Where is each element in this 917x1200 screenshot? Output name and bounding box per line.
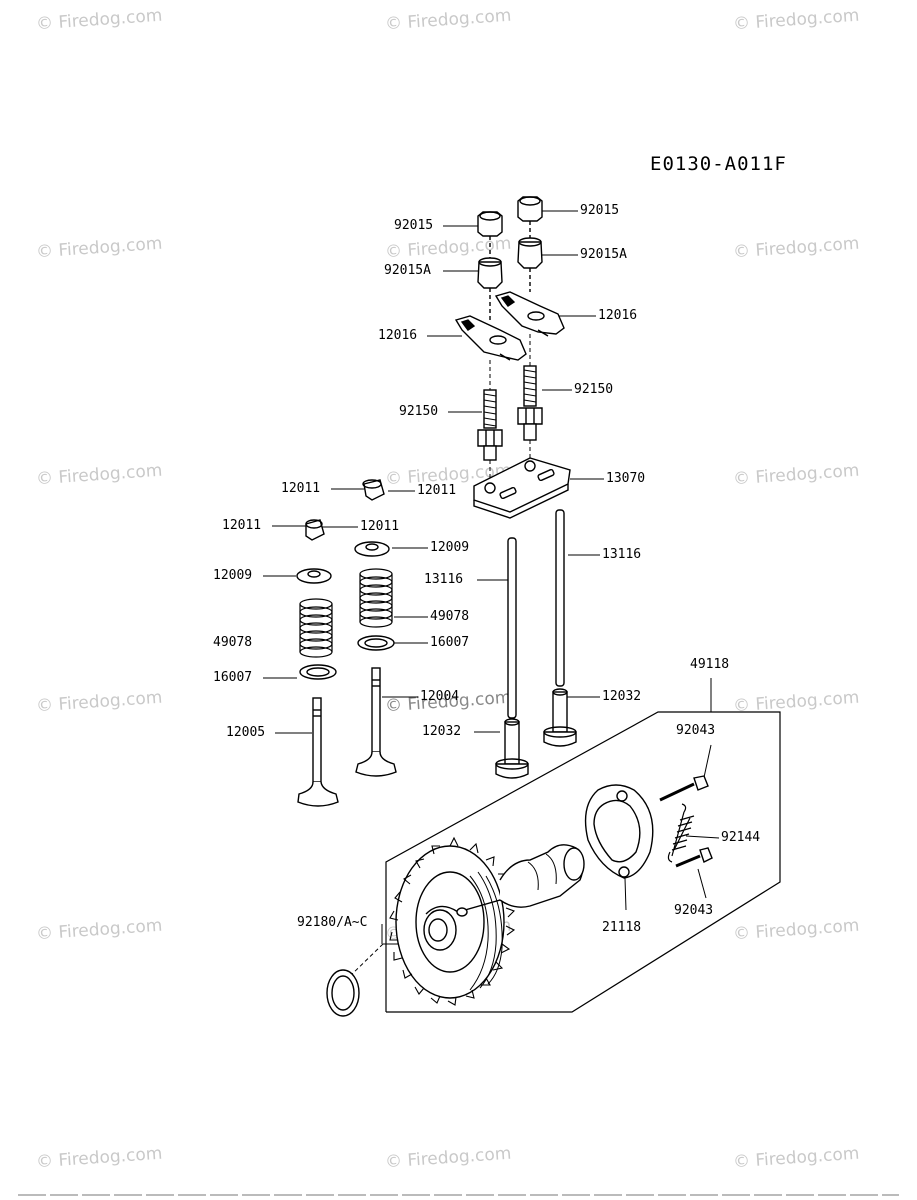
label-governor-spring: 92144 bbox=[721, 830, 761, 845]
label-guide-plate: 13070 bbox=[606, 471, 646, 486]
label-cap-nut-right: 92015A bbox=[580, 247, 627, 262]
camshaft-assy-box bbox=[385, 711, 781, 1013]
pushrod-left bbox=[507, 537, 517, 719]
label-cap-nut-left: 92015A bbox=[384, 263, 431, 278]
seal-right bbox=[357, 635, 395, 651]
guide-plate bbox=[473, 457, 571, 519]
tappet-right bbox=[543, 688, 577, 747]
bolt-upper bbox=[659, 775, 709, 802]
valve-spring-right bbox=[359, 568, 393, 628]
camshaft-gear bbox=[389, 836, 521, 1006]
governor-spring bbox=[667, 803, 695, 863]
label-stud-right: 92150 bbox=[574, 382, 614, 397]
label-rocker-right: 12016 bbox=[598, 308, 638, 323]
label-stud-left: 92150 bbox=[399, 404, 439, 419]
label-collet-b-right: 12011 bbox=[360, 519, 400, 534]
label-camshaft-assy: 49118 bbox=[690, 657, 730, 672]
governor-weight bbox=[584, 784, 654, 879]
label-rocker-left: 12016 bbox=[378, 328, 418, 343]
label-weight-assy: 21118 bbox=[602, 920, 642, 935]
label-pushrod-left: 13116 bbox=[424, 572, 464, 587]
label-collet-a-right: 12011 bbox=[417, 483, 457, 498]
intake-valve bbox=[355, 667, 397, 777]
nut-left bbox=[477, 211, 503, 258]
label-spring-left: 49078 bbox=[213, 635, 253, 650]
cap-nut-right bbox=[517, 237, 543, 292]
bottom-rule bbox=[18, 1194, 899, 1196]
label-seal-right: 16007 bbox=[430, 635, 470, 650]
label-retainer-left: 12009 bbox=[213, 568, 253, 583]
collet-lower bbox=[305, 519, 325, 541]
tappet-left bbox=[495, 718, 529, 779]
label-collet-b-left: 12011 bbox=[222, 518, 262, 533]
stud-left bbox=[477, 360, 503, 478]
label-nut-right: 92015 bbox=[580, 203, 620, 218]
label-valve-intake: 12004 bbox=[420, 689, 460, 704]
label-seal-left: 16007 bbox=[213, 670, 253, 685]
rocker-arm-right bbox=[494, 291, 565, 337]
label-valve-exhaust: 12005 bbox=[226, 725, 266, 740]
rocker-arm-left bbox=[454, 315, 527, 361]
label-spring-right: 49078 bbox=[430, 609, 470, 624]
collet-upper bbox=[362, 479, 385, 501]
pushrod-right bbox=[555, 509, 565, 687]
label-tappet-left: 12032 bbox=[422, 724, 462, 739]
label-pushrod-right: 13116 bbox=[602, 547, 642, 562]
valve-spring-left bbox=[299, 598, 333, 658]
label-collet-a-left: 12011 bbox=[281, 481, 321, 496]
camshaft-body bbox=[456, 844, 585, 917]
label-retainer-right: 12009 bbox=[430, 540, 470, 555]
exhaust-valve bbox=[297, 697, 339, 807]
shim bbox=[326, 969, 360, 1017]
label-bolt-top: 92043 bbox=[676, 723, 716, 738]
retainer-left bbox=[296, 568, 332, 584]
nut-right bbox=[517, 196, 543, 238]
stud-right bbox=[517, 334, 543, 460]
diagram-code: E0130-A011F bbox=[650, 153, 787, 175]
seal-left bbox=[299, 664, 337, 680]
label-tappet-right: 12032 bbox=[602, 689, 642, 704]
label-bolt-bottom: 92043 bbox=[674, 903, 714, 918]
retainer-right bbox=[354, 541, 390, 557]
bolt-lower bbox=[675, 847, 713, 868]
cap-nut-left bbox=[477, 257, 503, 320]
label-shim: 92180/A~C bbox=[297, 915, 368, 930]
label-nut-left: 92015 bbox=[394, 218, 434, 233]
